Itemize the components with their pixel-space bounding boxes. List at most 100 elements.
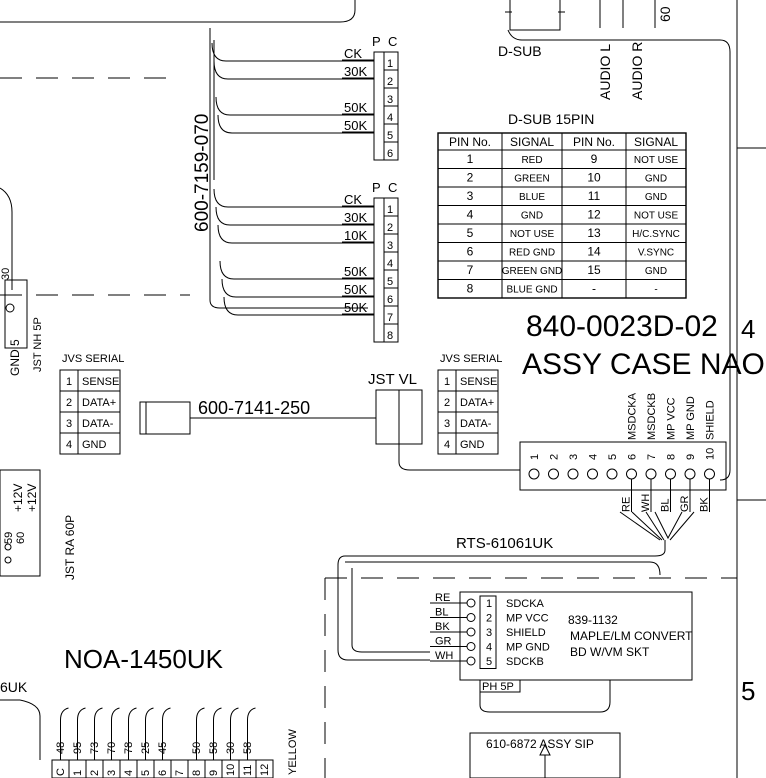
table-cell: 6 <box>467 245 474 259</box>
housing-p <box>373 51 385 161</box>
maple-pin-number: 1 <box>486 598 492 610</box>
audio-r-label: AUDIO R <box>629 42 645 100</box>
terminal-pin-number: 1 <box>529 454 541 460</box>
maple-pin-box <box>479 595 497 669</box>
pin-number: 5 <box>387 276 393 288</box>
rts-cable-label: RTS-61061UK <box>456 535 553 552</box>
wire-label: 30K <box>344 64 367 79</box>
jvs-signal: GND <box>460 439 485 451</box>
table-cell: BLUE GND <box>506 285 557 296</box>
pin-number: 1 <box>387 204 393 216</box>
strip-pin: 3 <box>106 770 118 776</box>
jvs-signal: DATA- <box>82 418 114 430</box>
terminal-pin-number: 6 <box>627 454 639 460</box>
table-cell: 1 <box>467 152 474 166</box>
strip-pin: 1 <box>72 770 84 776</box>
pin-number: 3 <box>387 94 393 106</box>
dsub-table-title: D-SUB 15PIN <box>508 111 594 127</box>
strip-wire <box>230 707 239 760</box>
table-cell: 15 <box>587 263 601 277</box>
maple-wire-color: RE <box>435 592 450 604</box>
table-cell: 2 <box>467 171 474 185</box>
noa-fragment: 6UK <box>0 679 28 695</box>
maple-pin-contact <box>466 656 476 666</box>
terminal-screw <box>567 468 579 480</box>
wire <box>223 296 374 316</box>
table-cell: GND <box>521 211 543 222</box>
strip-wire <box>111 707 120 760</box>
wire-label: 50K <box>344 100 367 115</box>
wire-color: GR <box>679 495 691 512</box>
maple-wire-color: BL <box>435 607 448 619</box>
vga-cable-part-number: 600-7159-070 <box>192 114 213 232</box>
maple-pin-contact <box>466 627 476 637</box>
part-fragment: 60 <box>657 6 673 22</box>
terminal-pin-number: 2 <box>549 454 561 460</box>
jst-vl-label: JST VL <box>368 371 417 388</box>
wire <box>213 188 374 208</box>
sip-label: 610-6872 ASSY SIP <box>486 737 594 751</box>
wire-label: 30K <box>344 210 367 225</box>
maple-desc-2: BD W/VM SKT <box>570 645 650 659</box>
jvs-signal: GND <box>82 439 107 451</box>
strip-pin: 9 <box>208 770 220 776</box>
maple-wire-color: BK <box>435 621 450 633</box>
terminal-pin-number: 9 <box>685 454 697 460</box>
wire <box>217 114 374 134</box>
strip-pin: 11 <box>242 765 254 776</box>
maple-desc-1: MAPLE/LM CONVERT <box>570 629 693 643</box>
terminal-screw <box>684 468 696 480</box>
wire-label: 50K <box>344 118 367 133</box>
plus-12v-label-1: +12V <box>11 484 25 512</box>
wire <box>219 260 374 280</box>
wire-label: 50K <box>344 300 367 315</box>
wire-label: 50K <box>344 264 367 279</box>
wire-label: CK <box>344 46 362 61</box>
wire-label: CK <box>344 192 362 207</box>
terminal-screw <box>587 468 598 480</box>
maple-pin-number: 2 <box>486 613 492 625</box>
left-gnd-label: GND <box>8 349 22 376</box>
strip-pin: 4 <box>123 770 135 776</box>
plus-12v-label-2: +12V <box>25 484 39 512</box>
maple-pin-number: 5 <box>486 656 492 668</box>
table-cell: NOT USE <box>510 229 555 240</box>
strip-pin: C <box>55 768 67 776</box>
terminal-signal: MP GND <box>685 396 697 440</box>
jvs-signal: DATA+ <box>460 397 494 409</box>
wire-color: RE <box>621 497 633 512</box>
jvs-pin: 1 <box>66 376 72 388</box>
table-cell: 5 <box>467 226 474 240</box>
maple-pin-contact <box>466 598 476 608</box>
jvs-pin: 2 <box>444 397 450 409</box>
terminal-pin-number: 4 <box>588 454 600 460</box>
strip-wire <box>128 707 137 760</box>
pin-number: 6 <box>387 148 393 160</box>
jvs-pin: 2 <box>66 397 72 409</box>
left-jst-label: JST NH 5P <box>32 317 44 372</box>
table-cell: BLUE <box>519 192 545 203</box>
maple-signal: SDCKB <box>506 656 544 668</box>
strip-pin: 2 <box>89 770 101 776</box>
maple-signal: SDCKA <box>506 598 545 610</box>
table-cell: - <box>592 282 596 296</box>
strip-wire <box>213 707 222 760</box>
left-frag-label: 30 <box>0 268 12 280</box>
table-header: PIN No. <box>449 135 491 149</box>
strip-pin: 12 <box>259 764 271 776</box>
table-cell: 13 <box>587 226 601 240</box>
maple-signal: SHIELD <box>506 627 546 639</box>
table-header: PIN No. <box>573 135 615 149</box>
pin-number: 2 <box>387 222 393 234</box>
pin-number: 5 <box>387 130 393 142</box>
jvs-pin: 3 <box>66 418 72 430</box>
pin-number: 3 <box>387 240 393 252</box>
terminal-screw <box>704 468 715 480</box>
terminal-pin-number: 3 <box>568 454 580 460</box>
wire <box>215 206 374 226</box>
wire <box>215 96 374 116</box>
strip-wire <box>60 707 69 760</box>
terminal-signal: MSDCKB <box>646 393 658 440</box>
